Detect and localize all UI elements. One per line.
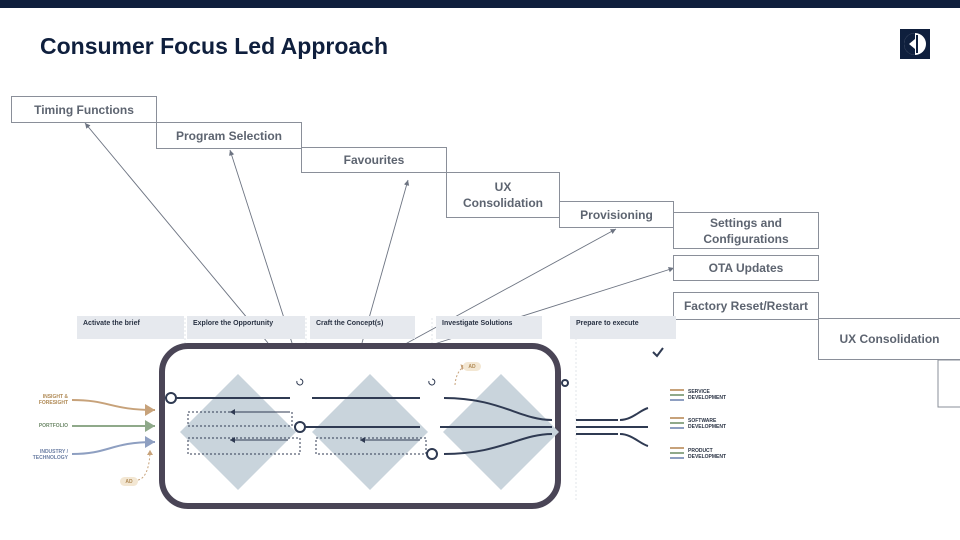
output-software-development: SOFTWARE DEVELOPMENT: [688, 418, 727, 430]
ad-badge-label: AD: [468, 364, 476, 370]
step-provisioning: Provisioning: [559, 201, 674, 228]
phase-explore-opportunity: Explore the Opportunity: [187, 316, 305, 339]
top-bar: [0, 0, 960, 8]
output-service-development: SERVICE DEVELOPMENT: [688, 389, 727, 401]
step-factory-reset: Factory Reset/Restart: [673, 292, 819, 320]
phase-diamonds: [180, 374, 559, 490]
step-settings-configurations: Settings and Configurations: [673, 212, 819, 249]
check-icon: [652, 347, 664, 358]
step-favourites: Favourites: [301, 147, 447, 173]
input-portfolio: PORTFOLIO: [38, 423, 68, 429]
ad-badge-label: AD: [125, 479, 133, 485]
step-timing-functions: Timing Functions: [11, 96, 157, 123]
input-industry-technology: INDUSTRY / TECHNOLOGY: [32, 449, 68, 461]
step-ota-updates: OTA Updates: [673, 255, 819, 281]
slide-title: Consumer Focus Led Approach: [40, 33, 389, 59]
ad-badges: [120, 362, 481, 486]
step-program-selection: Program Selection: [156, 122, 302, 149]
phase-investigate-solutions: Investigate Solutions: [436, 316, 542, 339]
phase-craft-concepts: Craft the Concept(s): [310, 316, 415, 339]
phase-activate-brief: Activate the brief: [77, 316, 184, 339]
flow-lines: [172, 397, 649, 455]
step-ux-consolidation-2: UX Consolidation: [818, 318, 960, 360]
output-product-development: PRODUCT DEVELOPMENT: [688, 448, 727, 460]
step-connector-arrows: [84, 122, 675, 349]
phase-prepare-execute: Prepare to execute: [570, 316, 676, 339]
step-ux-consolidation: UX Consolidation: [446, 172, 560, 218]
electrolux-logo-icon: [900, 29, 930, 59]
input-insight-foresight: INSIGHT & FORESIGHT: [38, 394, 68, 406]
